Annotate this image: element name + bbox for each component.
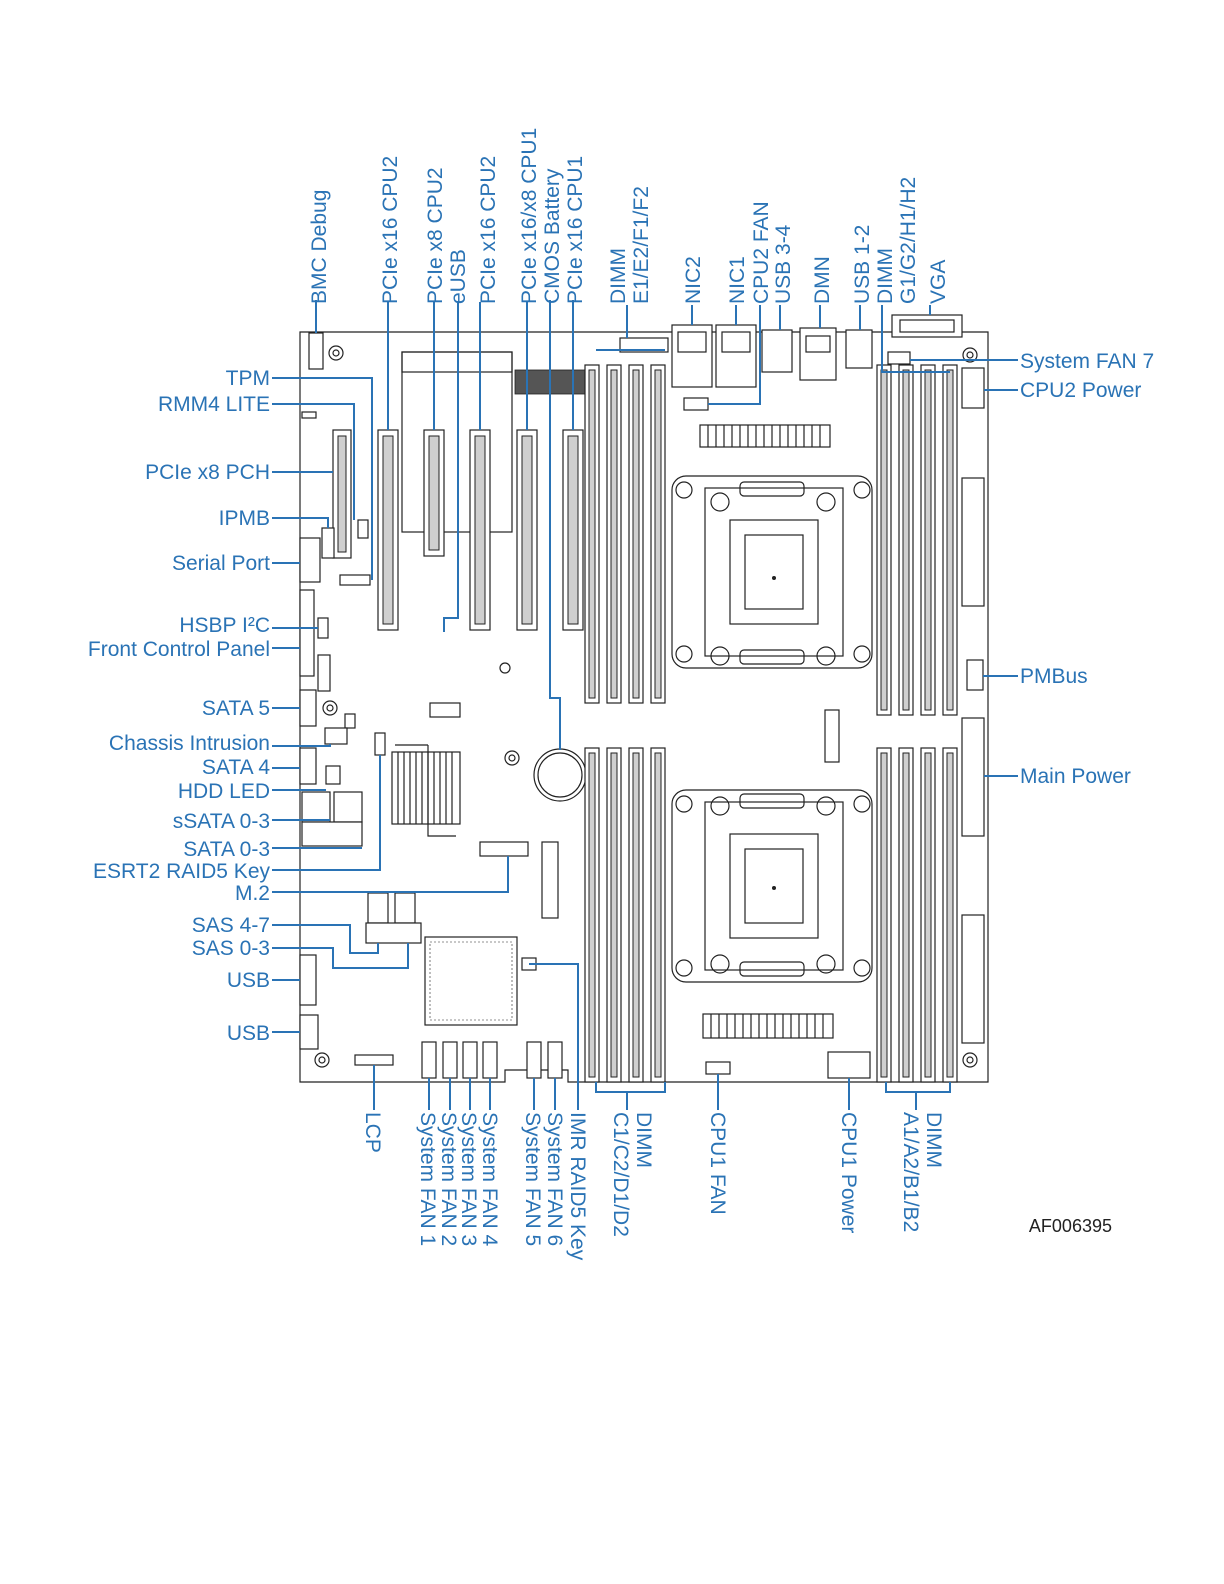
label-sata-5: SATA 5 — [202, 697, 270, 720]
label-system-fan-6: System FAN 6 — [543, 1112, 566, 1246]
rear-io — [619, 314, 963, 411]
vrm-heatsink-top — [699, 424, 831, 448]
label-system-fan-3: System FAN 3 — [457, 1112, 480, 1246]
label-system-fan-5: System FAN 5 — [521, 1112, 544, 1246]
label-usb-b: USB — [227, 1022, 270, 1045]
label-system-fan-1: System FAN 1 — [416, 1112, 439, 1246]
label-sata-4: SATA 4 — [202, 756, 270, 779]
label-usb-1-2: USB 1-2 — [851, 225, 874, 304]
vertical-connector-2 — [824, 709, 840, 763]
label-ipmb: IPMB — [219, 507, 270, 530]
label-serial-port: Serial Port — [172, 552, 270, 575]
label-sas-0-3: SAS 0-3 — [192, 937, 270, 960]
cmos-battery — [533, 748, 587, 802]
label-hsbp-i2c: HSBP I²C — [179, 614, 270, 637]
label-dimm-ab: DIMM — [922, 1112, 945, 1168]
m2-slot — [479, 841, 529, 857]
label-sata-0-3: SATA 0-3 — [183, 838, 270, 861]
label-cmos-battery: CMOS Battery — [541, 168, 564, 304]
left-labels: TPM RMM4 LITE PCIe x8 PCH IPMB Serial Po… — [88, 367, 271, 1045]
label-pmbus: PMBus — [1020, 665, 1088, 688]
label-pcie-x16-cpu2-a: PCIe x16 CPU2 — [379, 156, 402, 304]
leader-lines — [272, 300, 1018, 1110]
system-fan-headers — [421, 1041, 563, 1079]
label-imr-raid5-key: IMR RAID5 Key — [566, 1112, 589, 1261]
dimm-slots-efgh-left — [584, 364, 666, 704]
dimm-slots-cd — [584, 747, 666, 1083]
bottom-labels: LCP System FAN 1 System FAN 2 System FAN… — [361, 1112, 945, 1261]
label-tpm: TPM — [226, 367, 270, 390]
label-rmm4-lite: RMM4 LITE — [158, 393, 270, 416]
label-usb-3-4: USB 3-4 — [772, 224, 795, 304]
label-pcie-x16-cpu2-b: PCIe x16 CPU2 — [477, 156, 500, 304]
label-vga: VGA — [927, 260, 950, 304]
label-cpu2-fan: CPU2 FAN — [750, 201, 773, 304]
cpu1-socket — [671, 789, 873, 983]
figure-code: AF006395 — [1029, 1216, 1112, 1236]
label-eusb: eUSB — [447, 249, 470, 304]
label-pcie-x16x8-cpu1: PCIe x16/x8 CPU1 — [518, 128, 541, 304]
label-cpu1-power: CPU1 Power — [837, 1112, 860, 1233]
sata-connectors — [301, 791, 422, 944]
label-cpu2-power: CPU2 Power — [1020, 379, 1141, 402]
left-headers — [299, 332, 461, 1066]
label-ssata-0-3: sSATA 0-3 — [173, 810, 270, 833]
vertical-connector — [541, 841, 559, 919]
pcie-slots — [332, 429, 584, 631]
label-chassis-intrusion: Chassis Intrusion — [109, 732, 270, 755]
label-system-fan-7: System FAN 7 — [1020, 350, 1154, 373]
label-bmc-debug: BMC Debug — [308, 190, 331, 304]
label-main-power: Main Power — [1020, 765, 1131, 788]
label-m2: M.2 — [235, 882, 270, 905]
dimm-slots-gh — [876, 364, 958, 716]
label-pcie-x8-pch: PCIe x8 PCH — [145, 461, 270, 484]
label-usb-a: USB — [227, 969, 270, 992]
board-outline — [299, 331, 989, 1083]
label-system-fan-2: System FAN 2 — [437, 1112, 460, 1246]
label-nic2: NIC2 — [682, 256, 705, 304]
dimm-slots-ab — [876, 747, 958, 1083]
sas-controller — [424, 936, 518, 1026]
label-dimm-e1e2f1f2: E1/E2/F1/F2 — [630, 186, 653, 304]
mounting-holes — [314, 345, 978, 1068]
vrm-heatsink-bottom — [702, 1013, 834, 1039]
label-dimm-cd: DIMM — [632, 1112, 655, 1168]
label-esrt2-raid5-key: ESRT2 RAID5 Key — [93, 860, 271, 883]
label-nic1: NIC1 — [726, 256, 749, 304]
cpu2-socket — [671, 475, 873, 669]
label-cpu1-fan: CPU1 FAN — [706, 1112, 729, 1215]
label-dmn: DMN — [811, 256, 834, 304]
label-dimm-c1c2d1d2: C1/C2/D1/D2 — [609, 1112, 632, 1237]
label-pcie-x8-cpu2: PCIe x8 CPU2 — [424, 167, 447, 304]
label-lcp: LCP — [361, 1112, 384, 1153]
label-hdd-led: HDD LED — [178, 780, 270, 803]
label-pcie-x16-cpu1: PCIe x16 CPU1 — [564, 156, 587, 304]
label-dimm-a1a2b1b2: A1/A2/B1/B2 — [899, 1112, 922, 1232]
chipset-heatsink — [391, 744, 461, 837]
label-system-fan-4: System FAN 4 — [478, 1112, 501, 1247]
right-power-connectors — [705, 367, 985, 1079]
label-front-control-panel: Front Control Panel — [88, 638, 270, 661]
label-dimm-gh: DIMM — [874, 248, 897, 304]
top-labels: BMC Debug PCIe x16 CPU2 PCIe x8 CPU2 eUS… — [308, 128, 950, 304]
label-dimm-g1g2h1h2: G1/G2/H1/H2 — [897, 177, 920, 304]
label-dimm-efgh: DIMM — [607, 248, 630, 304]
right-labels: System FAN 7 CPU2 Power PMBus Main Power — [1020, 350, 1154, 788]
label-sas-4-7: SAS 4-7 — [192, 914, 270, 937]
